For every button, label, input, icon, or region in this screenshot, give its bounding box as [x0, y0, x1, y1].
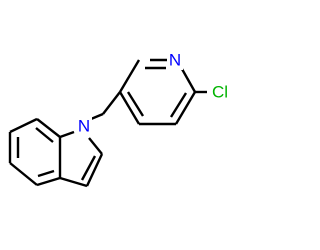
indole-nitrogen-label: N — [78, 117, 90, 136]
bonds — [8, 58, 207, 188]
bond-benzene-c5-c4 — [9, 162, 38, 186]
bond-benzene-double-c4-c3a — [37, 169, 55, 178]
bond-benzene-double-c7a-c7 — [35, 127, 54, 143]
bond-indole-double-c2-c3 — [80, 155, 97, 181]
bond-pyridine-double-c4-c3 — [126, 91, 145, 117]
bond-indole-n-c2 — [88, 137, 103, 155]
bond-indole-c7a-n — [59, 130, 75, 139]
bond-indole-c3-c3a — [59, 176, 88, 188]
bond-c3-methylene — [102, 91, 121, 115]
bond-pyridine-c3-c2 — [118, 59, 141, 93]
bond-methylene-indole-n — [90, 112, 104, 121]
chlorine-label: Cl — [212, 83, 228, 102]
bond-benzene-c7a-c7 — [36, 118, 61, 138]
bond-pyridine-n1-c6 — [180, 68, 197, 93]
bond-pyridine-c6-c5 — [174, 91, 197, 125]
bond-benzene-c7-c6 — [9, 117, 38, 134]
molecule-structure: N Cl N — [8, 50, 233, 188]
bond-pyridine-c4-c3 — [118, 91, 141, 125]
bond-indole-c2-c3 — [85, 153, 104, 187]
bond-benzene-c4-c3a — [36, 176, 61, 187]
pyridine-nitrogen-label: N — [169, 51, 181, 70]
bond-pyridine-double-c6-c5 — [169, 92, 188, 118]
atom-labels: N Cl N — [76, 51, 233, 136]
